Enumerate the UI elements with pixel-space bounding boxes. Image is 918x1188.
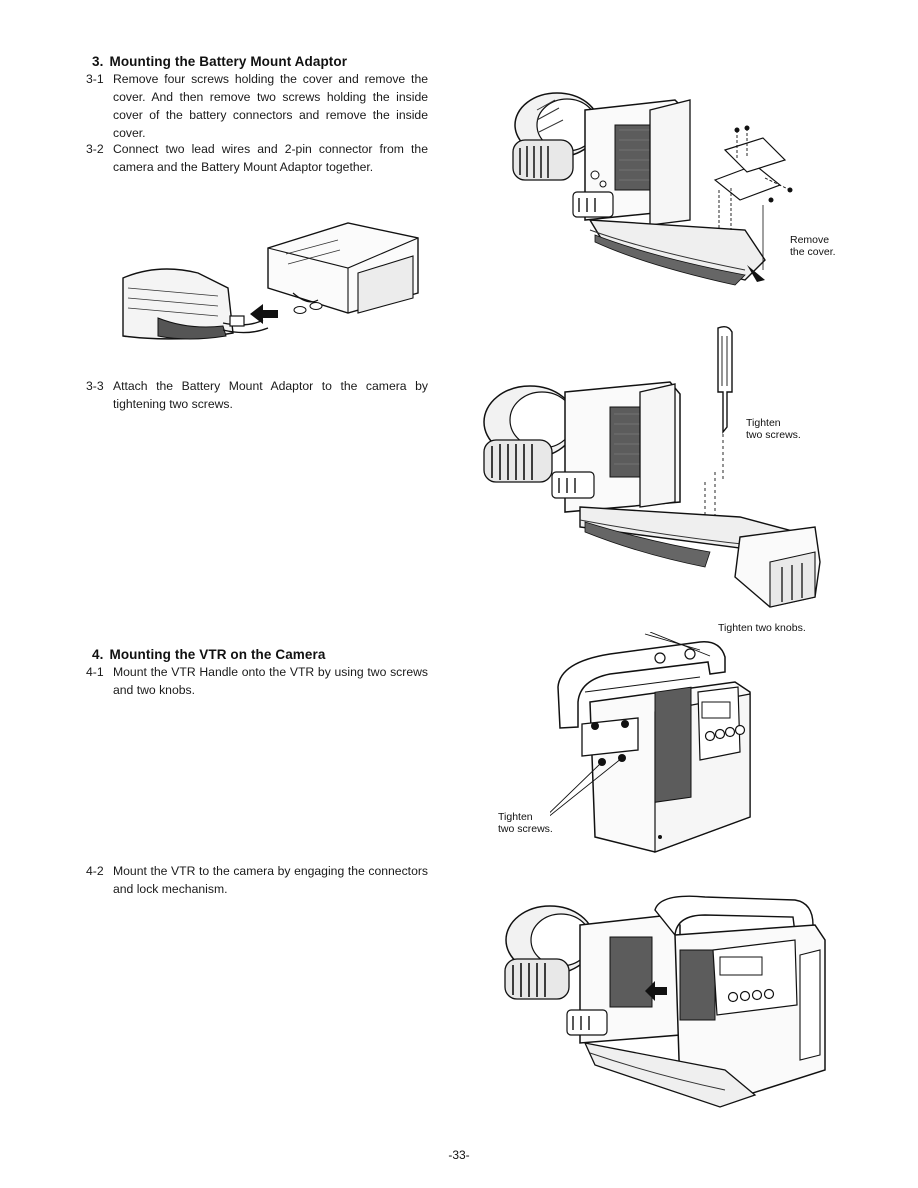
callout-remove-cover: Remove the cover. xyxy=(790,234,836,258)
step-text: Remove four screws holding the cover and… xyxy=(113,72,428,140)
step-text: Mount the VTR to the camera by engaging … xyxy=(113,864,428,896)
step-text: Attach the Battery Mount Adaptor to the … xyxy=(113,379,428,411)
step-4-2: 4-2 Mount the VTR to the camera by engag… xyxy=(86,862,428,898)
callout-line: Tighten xyxy=(746,417,781,429)
callout-line: Remove xyxy=(790,234,830,246)
step-number: 3-3 xyxy=(86,379,104,393)
step-3-3: 3-3 Attach the Battery Mount Adaptor to … xyxy=(86,377,428,413)
step-4-1: 4-1 Mount the VTR Handle onto the VTR by… xyxy=(86,663,428,699)
camera-cover-illustration xyxy=(512,92,793,286)
callout-line: two screws. xyxy=(498,823,553,835)
step-number: 4-1 xyxy=(86,665,104,679)
camera-vtr-mounted-illustration xyxy=(504,895,826,1108)
page-number: -33- xyxy=(448,1148,470,1162)
step-number: 3-2 xyxy=(86,142,104,156)
step-3-2: 3-2 Connect two lead wires and 2-pin con… xyxy=(86,140,428,176)
callout-line: Tighten xyxy=(498,811,533,823)
direction-arrow-icon xyxy=(645,981,667,1001)
callout-tighten-screws: Tighten two screws. xyxy=(746,417,801,441)
step-text: Connect two lead wires and 2-pin connect… xyxy=(113,142,428,174)
step-number: 4-2 xyxy=(86,864,104,878)
direction-arrow-icon xyxy=(250,304,278,324)
section-4-number: 4. xyxy=(92,647,104,662)
callout-line: the cover. xyxy=(790,246,836,258)
callout-tighten-knobs: Tighten two knobs. xyxy=(718,622,806,634)
section-3-heading: 3. Mounting the Battery Mount Adaptor xyxy=(92,54,347,69)
step-text: Mount the VTR Handle onto the VTR by usi… xyxy=(113,665,428,697)
section-4-title: Mounting the VTR on the Camera xyxy=(109,647,326,662)
screwdriver-icon xyxy=(717,325,733,434)
section-3-title: Mounting the Battery Mount Adaptor xyxy=(109,54,348,69)
callout-vtr-screws: Tighten two screws. xyxy=(498,811,553,835)
callout-line: two screws. xyxy=(746,429,801,441)
step-number: 3-1 xyxy=(86,72,104,86)
section-4-heading: 4. Mounting the VTR on the Camera xyxy=(92,647,325,662)
step-3-1: 3-1 Remove four screws holding the cover… xyxy=(86,70,428,142)
vtr-handle-illustration xyxy=(550,632,751,853)
section-3-number: 3. xyxy=(92,54,104,69)
camera-attach-illustration xyxy=(483,325,821,608)
connector-illustration xyxy=(122,222,419,340)
